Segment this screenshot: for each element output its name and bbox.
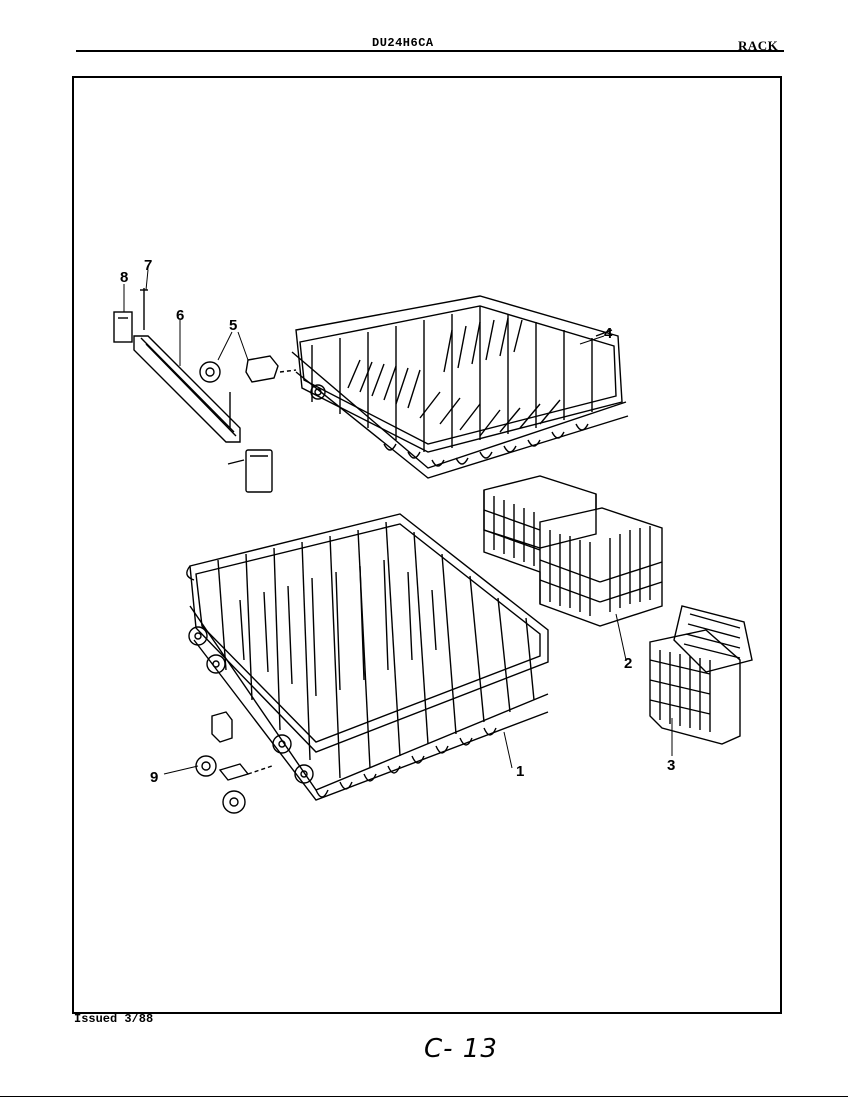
roller-assembly [195,711,273,814]
upper-rack [291,295,629,479]
covered-basket [649,605,753,745]
callout-5: 5 [229,317,237,334]
silverware-basket [483,475,663,627]
model-number: DU24H6CA [372,36,434,50]
section-title: RACK [738,38,779,53]
callout-8: 8 [120,269,128,286]
callout-3: 3 [667,757,675,774]
diagram-frame [72,76,782,1014]
issued-date: Issued 3/88 [74,1012,154,1026]
callout-9: 9 [150,769,158,786]
page-number: C- 13 [424,1034,498,1064]
leader-lines [123,269,673,775]
callout-2: 2 [624,655,632,672]
callout-4: 4 [604,325,613,342]
callout-6: 6 [176,307,184,324]
rail-assembly [113,288,297,493]
lower-rack [186,513,549,801]
header-rule [76,50,784,52]
callout-7: 7 [144,257,152,274]
callout-1: 1 [516,763,524,780]
bottom-rule [0,1096,848,1097]
